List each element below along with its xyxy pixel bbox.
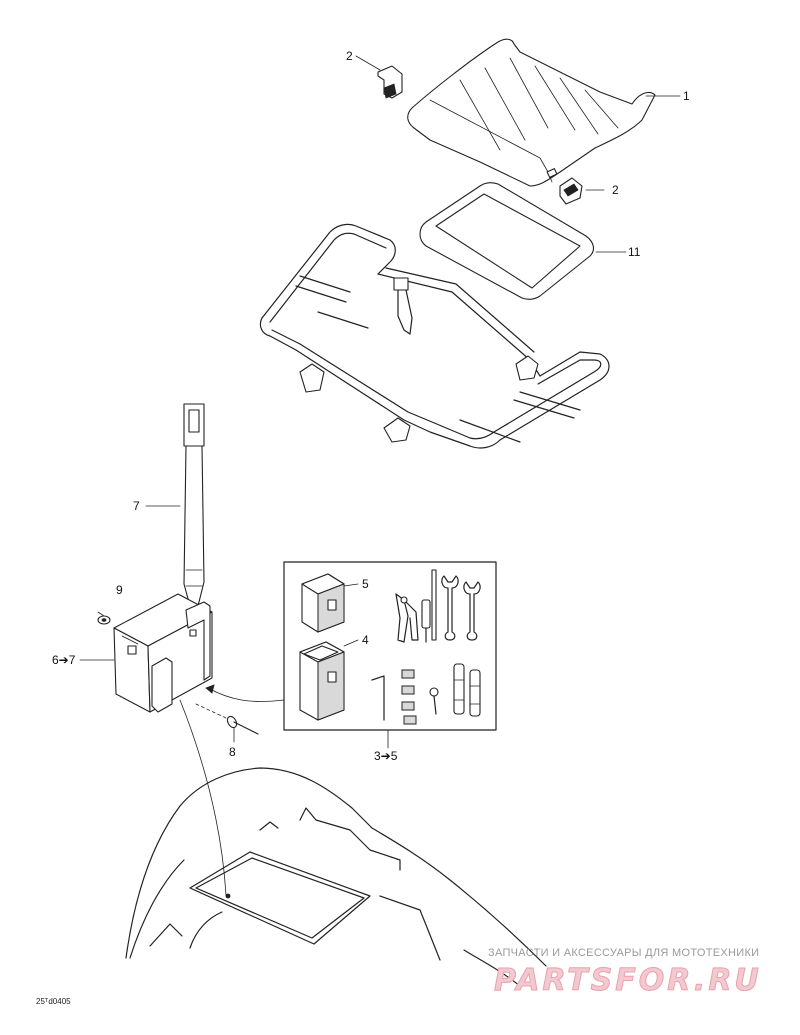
seat-cushion xyxy=(407,38,656,187)
callout-2-lower: 2 xyxy=(612,183,619,197)
rivet xyxy=(195,703,259,735)
callout-2-upper: 2 xyxy=(346,49,353,63)
screwdriver xyxy=(421,569,437,643)
callout-1: 1 xyxy=(683,89,690,103)
tool-container xyxy=(113,593,213,713)
tool-kit-inset xyxy=(283,561,497,731)
tool-pouch-small xyxy=(301,573,345,633)
callout-8: 8 xyxy=(229,745,236,759)
rear-fender-body xyxy=(125,699,547,987)
callout-7: 7 xyxy=(133,499,140,513)
tool-pouch-large xyxy=(299,641,345,721)
watermark-tagline: ЗАПЧАСТИ И АКСЕССУАРЫ ДЛЯ МОТОТЕХНИКИ xyxy=(488,947,759,959)
rear-rack xyxy=(259,223,610,449)
arrow-inset-to-container xyxy=(205,684,285,702)
callout-3-5: 3➔5 xyxy=(374,749,398,763)
seat-clip-lower xyxy=(559,177,583,205)
callout-9: 9 xyxy=(116,583,123,597)
washer xyxy=(97,615,111,625)
pliers xyxy=(395,593,419,643)
callout-11: 11 xyxy=(628,245,641,259)
leader-lines xyxy=(79,55,681,749)
small-tools xyxy=(429,663,481,717)
fuses xyxy=(401,669,417,725)
watermark-brand: PARTSFOR.RU xyxy=(494,963,762,998)
watermark: ЗАПЧАСТИ И АКСЕССУАРЫ ДЛЯ МОТОТЕХНИКИ PA… xyxy=(488,947,762,999)
callout-5: 5 xyxy=(362,577,369,591)
callout-6-7: 6➔7 xyxy=(52,653,76,667)
diagram-code: 25ᵀd0405 xyxy=(36,997,71,1006)
wrenches xyxy=(441,575,481,641)
strap xyxy=(183,403,205,607)
allen-key xyxy=(371,675,385,721)
seal-frame xyxy=(419,182,595,300)
callout-4: 4 xyxy=(362,633,369,647)
seat-clip-upper xyxy=(377,65,403,99)
